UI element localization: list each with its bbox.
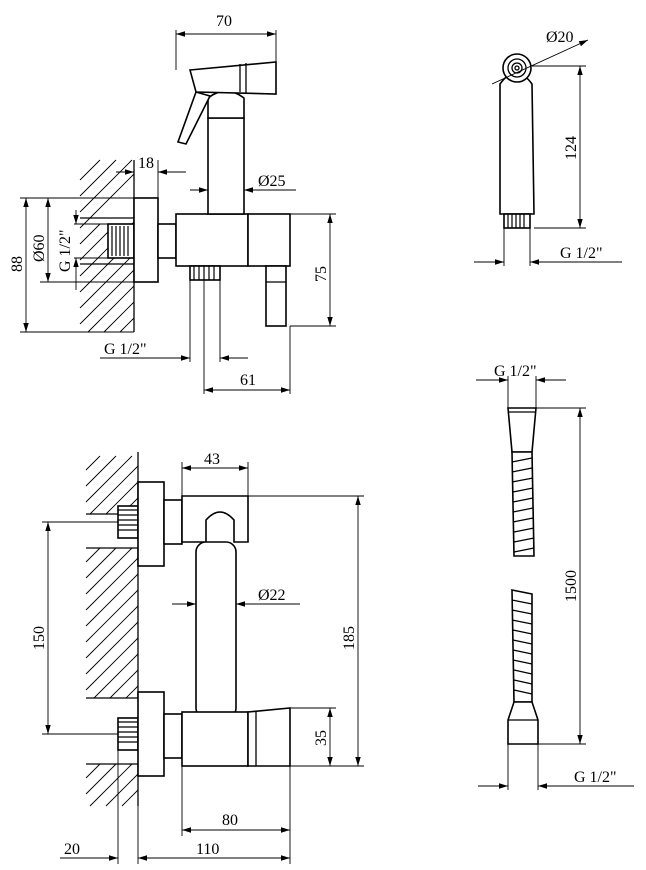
riser-pipe: [195, 541, 237, 719]
dim-124: 124: [563, 136, 580, 160]
dim-20: 20: [64, 841, 80, 858]
dim-61: 61: [240, 372, 256, 389]
bottom-left-view: 43 Ø22 150 185 35 80 20 110: [31, 451, 364, 864]
rosette-flange: [133, 197, 159, 283]
dim-70: 70: [216, 13, 232, 30]
holder-bracket: [181, 495, 249, 543]
dim-hose-thread-top: G 1/2": [494, 363, 537, 380]
dim-43: 43: [204, 451, 220, 468]
dim-dia-60: Ø60: [31, 234, 48, 262]
dim-185: 185: [341, 626, 358, 650]
holder-cup: [207, 90, 245, 119]
sprayer-nozzle: [502, 53, 532, 83]
dim-thread-sprayer: G 1/2": [560, 245, 603, 262]
dim-75: 75: [313, 266, 330, 282]
hose-lower-segment: [511, 589, 533, 703]
hose-top-fitting: [507, 407, 537, 453]
dim-150: 150: [31, 626, 48, 650]
dim-110: 110: [196, 841, 219, 858]
wall-hatch-upper: [85, 452, 139, 515]
sprayer-body-front: [499, 72, 535, 215]
wall-hatch-middle: [85, 547, 139, 699]
wall-hatch-lower: [85, 763, 139, 807]
connector: [157, 223, 177, 259]
dim-80: 80: [222, 812, 238, 829]
mixer-body: [175, 213, 249, 267]
lower-connector: [163, 713, 183, 759]
lower-rosette: [137, 691, 165, 777]
mixer-body-front: [181, 711, 249, 767]
dim-1500: 1500: [563, 570, 580, 602]
mixer-handle-front: [247, 707, 291, 767]
holder-post: [207, 117, 245, 215]
top-left-view: 70 18 Ø25 88 Ø60 G 1/2" 75: [9, 13, 336, 394]
hose-upper-segment: [511, 451, 535, 557]
dim-dia-20: Ø20: [546, 29, 574, 46]
dim-hose-thread-bottom: G 1/2": [574, 769, 617, 786]
dim-dia-22: Ø22: [258, 587, 286, 604]
dim-dia-25: Ø25: [258, 173, 286, 190]
dim-88: 88: [9, 256, 26, 272]
upper-rosette: [137, 481, 165, 567]
bottom-outlet-thread: [189, 265, 221, 281]
hose-bottom-nut: [507, 701, 539, 745]
upper-connector: [163, 499, 183, 545]
handle-cylinder: [247, 213, 291, 267]
sprayer-thread: [503, 213, 531, 229]
lever: [265, 265, 287, 327]
upper-inlet-thread: [117, 505, 139, 539]
bottom-right-view: G 1/2" 1500 G 1/2": [476, 363, 634, 790]
wall-inlet-thread: [107, 223, 135, 259]
dim-18: 18: [138, 155, 154, 172]
dim-thread-bottom: G 1/2": [104, 341, 147, 358]
top-right-view: Ø20 124 G 1/2": [474, 29, 622, 266]
lower-inlet-thread: [117, 717, 139, 751]
dim-thread-vertical: G 1/2": [57, 229, 74, 272]
sprayer-head-side: [176, 61, 277, 145]
dim-35: 35: [313, 730, 330, 746]
